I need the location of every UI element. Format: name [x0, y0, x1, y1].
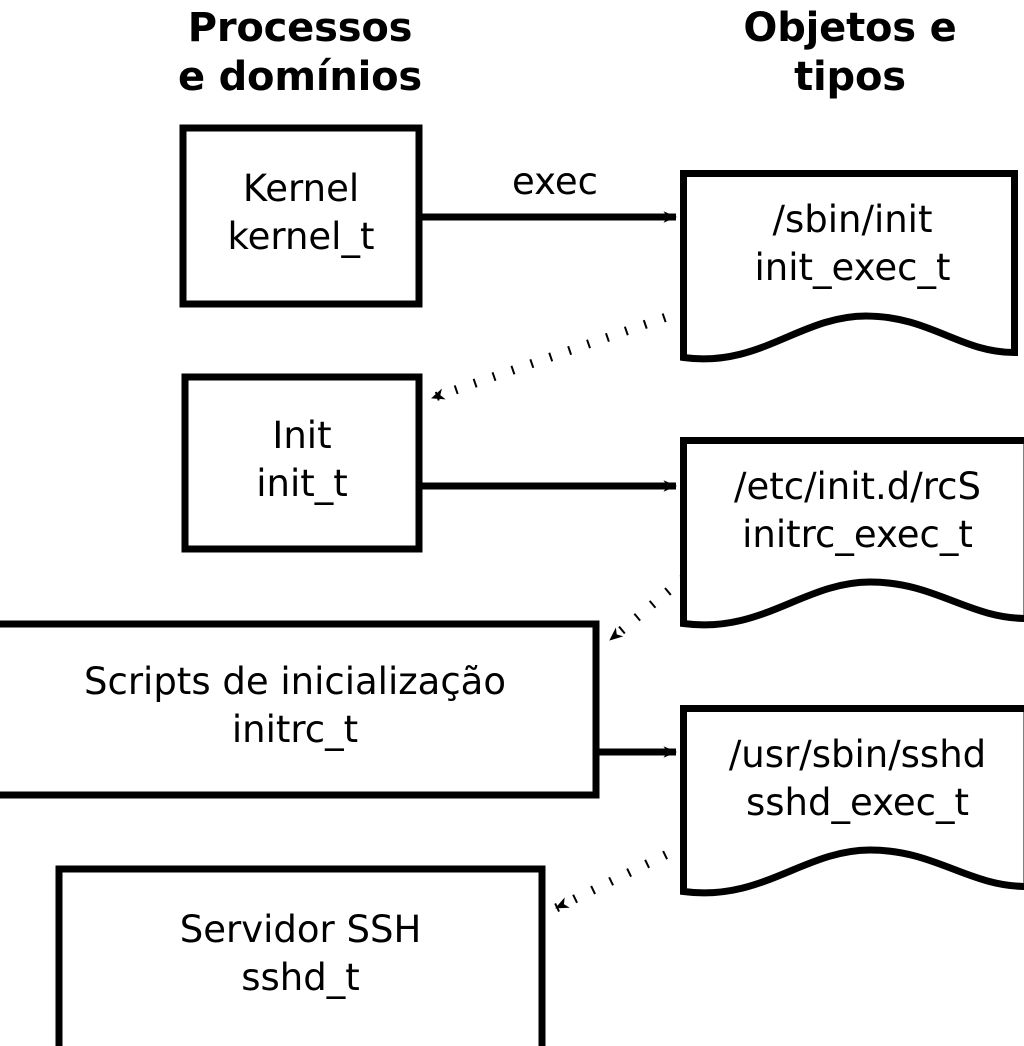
- column-header-processes: Processos e domínios: [177, 5, 423, 100]
- node-doc-init-exec[interactable]: [680, 170, 1018, 363]
- column-header-objects: Objetos e tipos: [743, 5, 957, 100]
- node-box-sshd[interactable]: [55, 865, 546, 1046]
- node-box-init[interactable]: [181, 373, 423, 553]
- node-box-initrc[interactable]: [0, 620, 600, 799]
- node-doc-sshd-exec[interactable]: [680, 705, 1024, 897]
- edge-init-exec-to-init: [430, 306, 686, 403]
- node-doc-initrc-exec[interactable]: [680, 437, 1024, 629]
- edge-label-exec: exec: [512, 160, 598, 203]
- edge-sshd-exec-to-sshd: [554, 841, 686, 913]
- edge-initrc-exec-to-initrc: [607, 574, 687, 644]
- node-box-kernel[interactable]: [179, 124, 423, 308]
